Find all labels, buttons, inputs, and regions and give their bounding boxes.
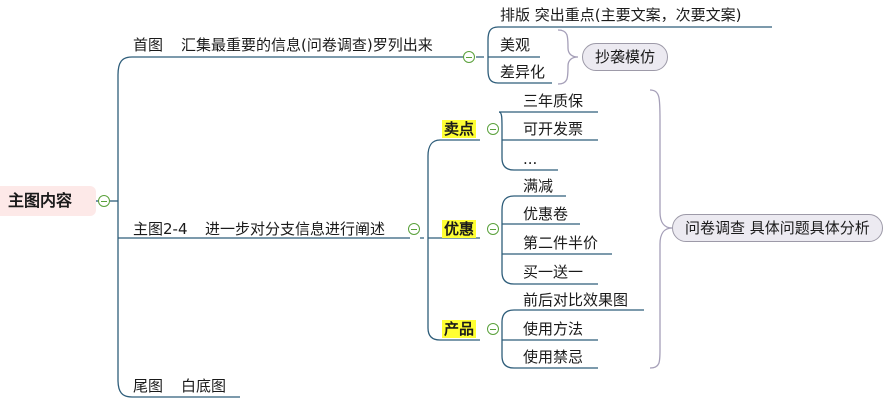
note-survey-analysis[interactable]: 问卷调查 具体问题具体分析	[672, 214, 883, 242]
collapse-toggle-icon[interactable]	[487, 323, 499, 335]
group-chanpin-label[interactable]: 产品	[442, 320, 477, 338]
root-node[interactable]: 主图内容	[0, 186, 96, 216]
youhui-item-discount[interactable]: 满减	[523, 177, 554, 195]
branch-zhutu-desc[interactable]: 进一步对分支信息进行阐述	[205, 220, 386, 238]
maidian-spine	[498, 111, 515, 171]
group-maidian-label[interactable]: 卖点	[442, 120, 477, 138]
branch-zhutu-label[interactable]: 主图2-4	[133, 220, 188, 238]
collapse-toggle-icon[interactable]	[463, 51, 475, 63]
collapse-toggle-icon[interactable]	[98, 195, 110, 207]
shoutu-brace	[557, 29, 579, 85]
youhui-spine	[501, 195, 515, 285]
zhutu-spine	[420, 139, 441, 341]
branch-weitu-desc[interactable]: 白底图	[181, 377, 227, 395]
chanpin-item-comparison[interactable]: 前后对比效果图	[523, 291, 629, 309]
shoutu-item-beauty[interactable]: 美观	[500, 36, 531, 54]
youhui-item-buy-one-get-one[interactable]: 买一送一	[523, 263, 584, 281]
branch-shoutu-desc[interactable]: 汇集最重要的信息(问卷调查)罗列出来	[181, 36, 433, 54]
branch-weitu-label[interactable]: 尾图	[133, 377, 164, 395]
youhui-item-second-half[interactable]: 第二件半价	[523, 234, 599, 252]
maidian-item-warranty[interactable]: 三年质保	[523, 92, 584, 110]
shoutu-spine	[476, 26, 499, 84]
branch-shoutu-label[interactable]: 首图	[133, 36, 164, 54]
collapse-toggle-icon[interactable]	[487, 123, 499, 135]
note-copy-imitate[interactable]: 抄袭模仿	[582, 43, 669, 71]
collapse-toggle-icon[interactable]	[408, 223, 420, 235]
chanpin-item-taboo[interactable]: 使用禁忌	[523, 348, 584, 366]
maidian-item-invoice[interactable]: 可开发票	[523, 120, 584, 138]
root-spine	[117, 56, 133, 398]
chanpin-spine	[501, 309, 515, 369]
shoutu-item-difference[interactable]: 差异化	[500, 63, 546, 81]
shoutu-item-typesetting[interactable]: 排版 突出重点(主要文案，次要文案)	[500, 6, 742, 24]
collapse-toggle-icon[interactable]	[487, 223, 499, 235]
group-youhui-label[interactable]: 优惠	[442, 220, 477, 238]
maidian-item-more[interactable]: ...	[523, 150, 538, 168]
youhui-item-coupon[interactable]: 优惠卷	[523, 205, 569, 223]
chanpin-item-usage[interactable]: 使用方法	[523, 320, 584, 338]
zhutu-brace	[649, 89, 673, 369]
